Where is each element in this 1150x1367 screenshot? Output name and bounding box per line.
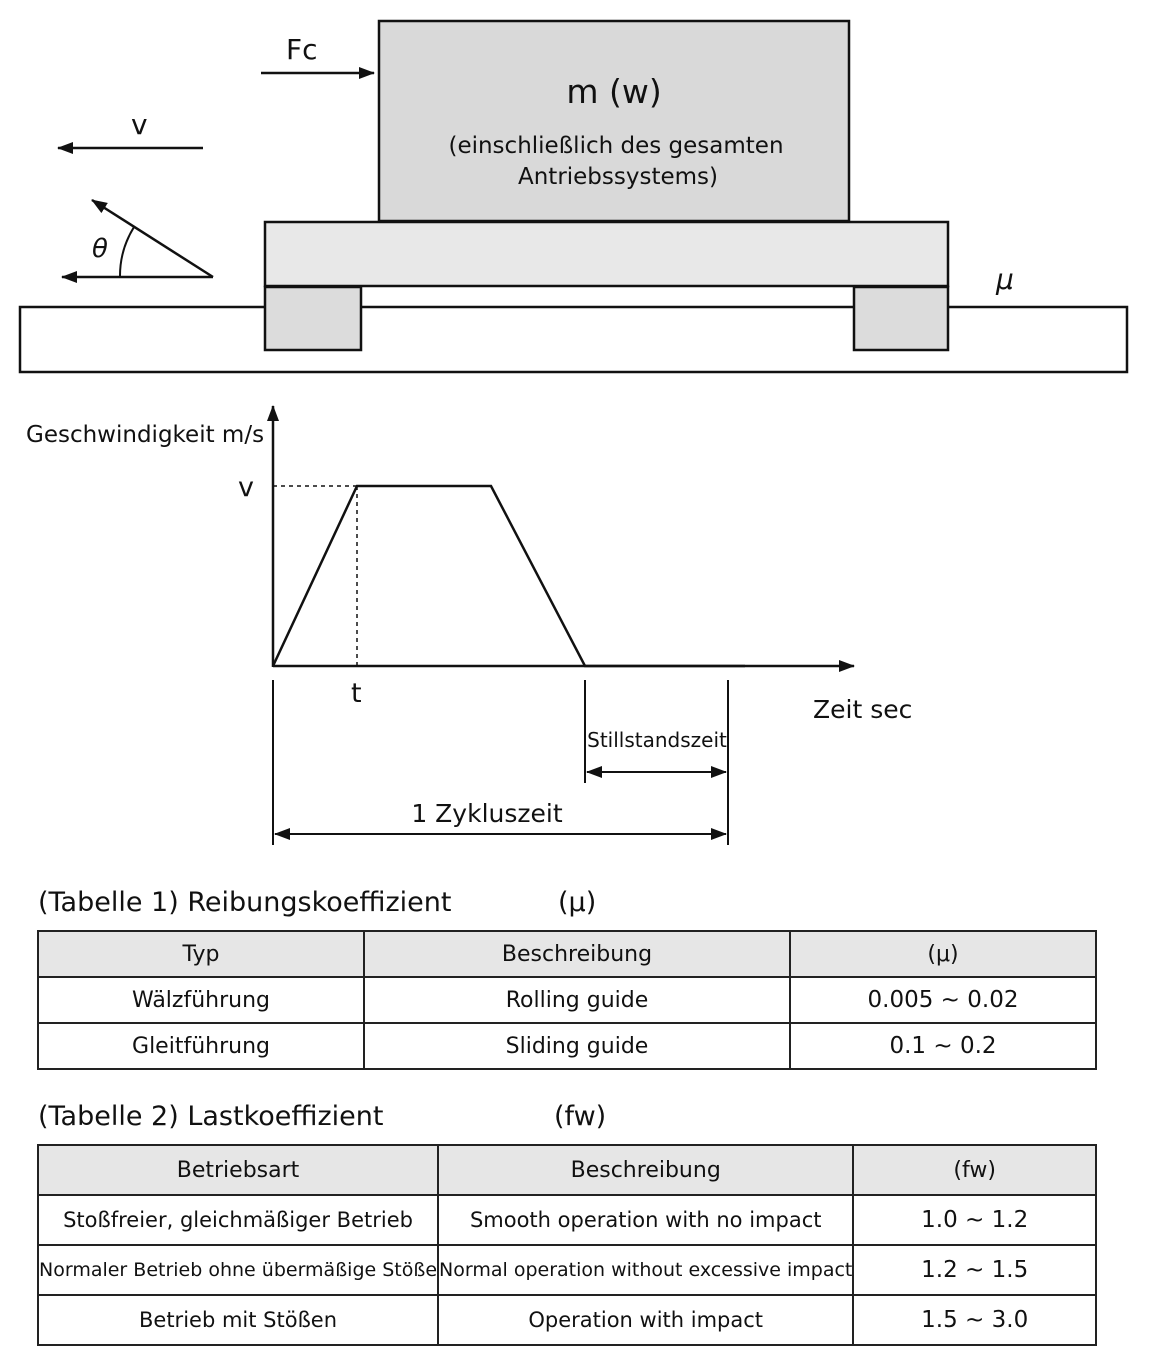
table-cell: 0.005 ~ 0.02 xyxy=(789,976,1097,1024)
friction-coefficient-table: Typ Beschreibung (μ) Wälzführung Rolling… xyxy=(37,930,1097,1070)
table-cell: Stoßfreier, gleichmäßiger Betrieb xyxy=(36,1194,440,1246)
table-row: Gleitführung Sliding guide 0.1 ~ 0.2 xyxy=(37,1022,1097,1070)
table-cell: Operation with impact xyxy=(437,1294,855,1346)
table2-header-description: Beschreibung xyxy=(437,1144,855,1196)
table-cell: Betrieb mit Stößen xyxy=(36,1294,440,1346)
table1-header-type: Typ xyxy=(37,930,365,978)
table-cell: Rolling guide xyxy=(363,976,791,1024)
table-row: Normaler Betrieb ohne übermäßige Stöße N… xyxy=(36,1244,1097,1296)
guide-block-right xyxy=(852,285,950,352)
table-row: Wälzführung Rolling guide 0.005 ~ 0.02 xyxy=(37,976,1097,1024)
v-tick-label: v xyxy=(238,472,254,503)
mass-label: m (w) xyxy=(566,72,661,111)
table1-title-row: (Tabelle 1) Reibungskoeffizient (μ) xyxy=(38,887,596,918)
mass-block xyxy=(377,19,851,223)
guide-rail xyxy=(18,305,1129,374)
cycle-label: 1 Zykluszeit xyxy=(411,799,563,828)
table-cell: 1.5 ~ 3.0 xyxy=(852,1294,1097,1346)
mass-note-line2: Antriebssystems) xyxy=(518,164,718,190)
table1-symbol: (μ) xyxy=(558,887,597,918)
table-cell: Wälzführung xyxy=(37,976,365,1024)
velocity-trapezoid xyxy=(271,484,745,668)
table-cell: 1.2 ~ 1.5 xyxy=(852,1244,1097,1296)
table1-title: (Tabelle 1) Reibungskoeffizient xyxy=(38,887,452,918)
incline-line xyxy=(91,198,214,279)
table1-header-description: Beschreibung xyxy=(363,930,791,978)
y-axis-label: Geschwindigkeit m/s xyxy=(26,422,264,448)
table-cell: Sliding guide xyxy=(363,1022,791,1070)
table2-header-fw: (fw) xyxy=(852,1144,1097,1196)
table2-title-row: (Tabelle 2) Lastkoeffizient (fw) xyxy=(38,1101,606,1132)
table-row: Betrieb mit Stößen Operation with impact… xyxy=(36,1294,1097,1346)
load-coefficient-table: Betriebsart Beschreibung (fw) Stoßfreier… xyxy=(36,1144,1097,1346)
carriage-plate xyxy=(263,220,950,288)
table-cell: Normal operation without excessive impac… xyxy=(437,1244,855,1296)
table-cell: Smooth operation with no impact xyxy=(437,1194,855,1246)
table-cell: 0.1 ~ 0.2 xyxy=(789,1022,1097,1070)
velocity-label: v xyxy=(131,108,148,141)
table2-title: (Tabelle 2) Lastkoeffizient xyxy=(38,1101,384,1132)
table-cell: Normaler Betrieb ohne übermäßige Stöße xyxy=(36,1244,440,1296)
table-header-row: Typ Beschreibung (μ) xyxy=(37,930,1097,978)
t-tick-label: t xyxy=(351,678,362,709)
table2-header-mode: Betriebsart xyxy=(36,1144,440,1196)
friction-label: μ xyxy=(995,263,1014,296)
dwell-label: Stillstandszeit xyxy=(587,728,727,752)
table-header-row: Betriebsart Beschreibung (fw) xyxy=(36,1144,1097,1196)
angle-label: θ xyxy=(92,234,108,264)
table2-symbol: (fw) xyxy=(554,1101,607,1132)
force-label: Fc xyxy=(286,33,318,66)
table-cell: Gleitführung xyxy=(37,1022,365,1070)
table-cell: 1.0 ~ 1.2 xyxy=(852,1194,1097,1246)
table1-header-mu: (μ) xyxy=(789,930,1097,978)
angle-arc xyxy=(118,226,135,278)
mass-note-line1: (einschließlich des gesamten xyxy=(448,133,783,159)
guide-block-left xyxy=(263,285,363,352)
table-row: Stoßfreier, gleichmäßiger Betrieb Smooth… xyxy=(36,1194,1097,1246)
x-axis-label: Zeit sec xyxy=(813,695,912,724)
mechanism-and-velocity-diagram: m (w) (einschließlich des gesamten Antri… xyxy=(18,19,1129,845)
